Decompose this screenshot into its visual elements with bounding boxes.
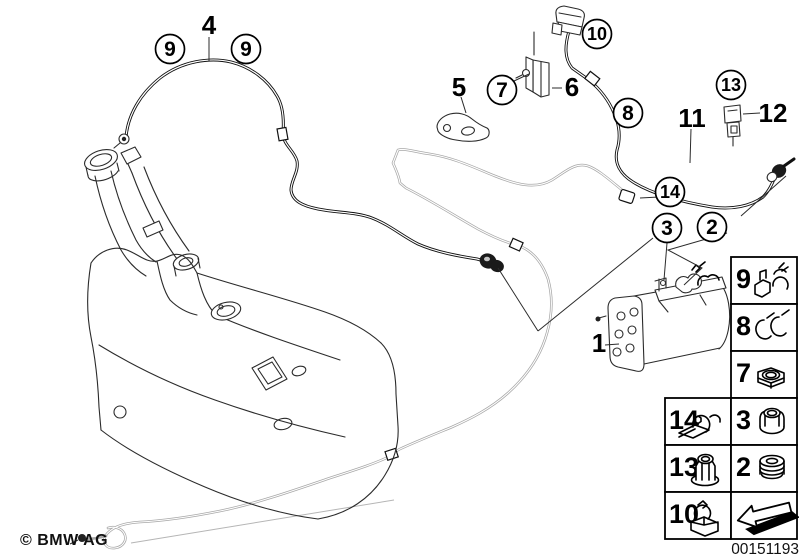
callout-circle-10[interactable]: 10	[581, 18, 613, 50]
hose-clip-icon	[678, 414, 721, 439]
vent-line-11	[551, 5, 796, 210]
svg-text:8: 8	[736, 311, 751, 341]
callout-circle-9a[interactable]: 9	[154, 33, 186, 65]
label-12[interactable]: 12	[759, 98, 788, 128]
legend-cell-arrow[interactable]	[730, 491, 799, 540]
vent-pipe-light	[69, 148, 636, 550]
callout-circle-2[interactable]: 2	[696, 211, 728, 243]
leader-lines	[208, 37, 787, 346]
line-4-end-fitting	[113, 133, 130, 149]
callout-circle-13[interactable]: 13	[715, 69, 747, 101]
fuel-tank-sketch	[84, 146, 399, 520]
bracket-clip-icon	[690, 500, 719, 537]
drawing-number: 00151193	[731, 541, 799, 558]
vent-elbow	[120, 146, 142, 165]
line-4-connector	[479, 253, 504, 273]
line-11-union	[583, 70, 601, 87]
label-5[interactable]: 5	[452, 72, 466, 102]
tank-opening	[251, 356, 288, 391]
lock-nut-icon	[759, 407, 785, 435]
label-4[interactable]: 4	[202, 10, 217, 40]
vent-pipe-end-fitting	[618, 189, 636, 204]
callout-text: 9	[240, 38, 252, 61]
legend-cell-8[interactable]: 8	[730, 303, 798, 352]
clip-12	[723, 104, 742, 147]
plug-spacer-icon	[690, 453, 720, 487]
label-1[interactable]: 1	[592, 328, 606, 358]
callout-text: 9	[164, 38, 176, 61]
vent-line-4	[113, 58, 504, 273]
canister-clamp	[675, 273, 702, 294]
legend-cell-7[interactable]: 7	[730, 350, 798, 399]
direction-arrow-icon	[736, 501, 799, 536]
svg-text:3: 3	[736, 405, 751, 435]
line-11-cap	[551, 5, 585, 36]
callout-circle-3[interactable]: 3	[651, 212, 683, 244]
grommet-icon	[759, 454, 785, 480]
legend-cell-13[interactable]: 13	[664, 444, 732, 493]
legend-cell-9[interactable]: 9	[730, 256, 798, 305]
background-line	[130, 499, 395, 544]
svg-text:9: 9	[736, 264, 751, 294]
bmw-copyright: © BMW AG	[20, 532, 109, 549]
legend-cell-10[interactable]: 10	[664, 491, 732, 540]
callout-text: 7	[496, 79, 508, 102]
callout-circle-8[interactable]: 8	[612, 97, 644, 129]
hex-nut-icon	[757, 367, 785, 389]
callout-text: 3	[661, 217, 673, 240]
callout-text: 2	[706, 216, 718, 239]
callout-text: 8	[622, 102, 634, 125]
line-11-connector	[766, 157, 796, 183]
svg-text:2: 2	[736, 452, 751, 482]
pipe-flange	[172, 253, 201, 277]
filler-cap	[84, 148, 120, 182]
bracket-5	[436, 112, 490, 142]
carbon-canister-1	[595, 261, 731, 372]
pump-flange	[210, 301, 242, 321]
legend-cell-14[interactable]: 14	[664, 397, 732, 446]
callout-circle-14[interactable]: 14	[654, 176, 686, 208]
legend-cell-2[interactable]: 2	[730, 444, 798, 493]
bracket-6	[515, 31, 550, 98]
vent-pipe-bottom-fitting	[69, 534, 86, 545]
line-4-union	[276, 126, 289, 142]
callout-text: 10	[587, 24, 607, 44]
stud-3-target	[659, 279, 667, 287]
callout-circle-9b[interactable]: 9	[230, 33, 262, 65]
label-6[interactable]: 6	[565, 72, 579, 102]
svg-text:7: 7	[736, 358, 751, 388]
legend-cell-3[interactable]: 3	[730, 397, 798, 446]
callout-circle-7[interactable]: 7	[486, 74, 518, 106]
legend-table: 9 8 7	[664, 256, 799, 540]
pipe-clamp-icon	[754, 262, 789, 298]
double-clip-icon	[755, 309, 790, 340]
callout-text: 14	[660, 182, 680, 202]
hose-clamp-detail	[142, 220, 164, 238]
callout-text: 13	[721, 75, 741, 95]
label-11[interactable]: 11	[678, 103, 706, 133]
